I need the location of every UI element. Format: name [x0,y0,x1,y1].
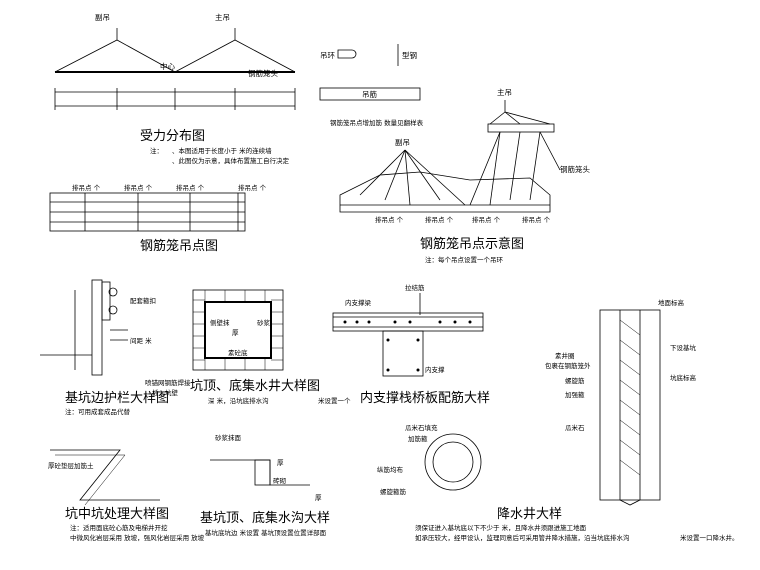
note-lead: 注： [150,146,163,155]
cage-outline [339,171,551,213]
pit-note-2: 中微风化岩层采用 放坡，强风化岩层采用 放坡 [70,533,205,542]
ditch-thick-label: 厚 [277,459,284,467]
pit-note-1: 注：适用面底砼心筋及电梯井开挖 [70,523,168,532]
force-distribution-title: 受力分布图 [140,129,205,144]
well-spiral-label: 螺旋筋 [565,376,585,385]
hoist-bar-label: 吊筋 [362,89,377,99]
hoist-rebar-detail: 吊环 型钢 吊筋 钢筋笼吊点增加筋 数量见翻样表 [319,44,424,127]
steel-label: 型钢 [402,50,417,60]
ditch-mid-thick-label: 厚 [315,494,322,502]
ring-label: 吊环 [320,51,335,60]
railing-spacing-label: 间距 米 [130,336,152,345]
railing-anchor-label: 插入坑壁 [152,388,179,397]
ground-level-label: 地面标高 [658,298,685,307]
ditch-detail: 砂浆抹面 厚 砖砌 厚 基坑顶、底集水沟大样 基坑底坑边 米设置 基坑顶设置位置… [200,433,330,537]
well-inner-ring [432,441,474,483]
sump-wall-label: 侧壁抹 [210,318,230,327]
ditch-top-label: 砂浆抹面 [215,433,242,442]
well-title: 降水井大样 [497,507,562,522]
beam-note: 米设置一个 [318,396,351,405]
railing-detail: 配套箍扣 间距 米 喷锚网钢筋焊接 插入坑壁 基坑边护栏大样图 注：可用成套成品… [40,279,191,416]
sump-thick-label: 厚 [232,329,239,337]
well-add-bar-label: 加强箍 [565,390,585,399]
sump-inner [204,301,272,359]
beam-label: 内支撑梁 [345,298,372,307]
sump-note: 深 米，沿坑底排水沟 [208,396,269,405]
schematic-lift-1: 排吊点 个 [375,215,404,224]
schematic-cage-head: 钢筋笼头 [560,164,590,174]
lift-schematic-title: 钢筋笼吊点示意图 [420,236,524,252]
hoist-bar-caption: 钢筋笼吊点增加筋 数量见翻样表 [330,118,424,127]
well-gravel-label: 瓜米石 [565,423,585,432]
note-line-2: 、此图仅为示意，具体布置施工自行决定 [172,156,290,165]
lift-label-2: 排吊点 个 [124,183,153,192]
lift-label-4: 排吊点 个 [238,183,267,192]
secondary-hook-label: 副吊 [95,13,110,22]
well-section: 瓜米石填充 加筋箍 纵筋均布 螺旋箍筋 [377,423,482,496]
cage-head-label: 钢筋笼头 [248,68,278,78]
lift-point-plan: 排吊点 个 排吊点 个 排吊点 个 排吊点 个 钢筋笼吊点图 [49,183,267,254]
pit-detail: 厚砼垫层加筋土 坑中坑处理大样图 注：适用面底砼心筋及电梯井开挖 中微风化岩层采… [48,449,205,542]
schematic-main-hook: 主吊 [497,87,512,97]
center-label: 中心 [160,61,175,71]
lift-label-1: 排吊点 个 [72,183,101,192]
sump-detail: 侧壁抹 厚 砂浆 素砼底 坑顶、底集水井大样图 深 米，沿坑底排水沟 [190,289,320,405]
well-depth-label: 下设基坑 [670,343,697,352]
gravel-fill-label: 瓜米石填充 [405,423,438,432]
lift-point-plan-title: 钢筋笼吊点图 [140,238,218,254]
ditch-note: 基坑底坑边 米设置 基坑顶设置位置详部面 [205,528,327,537]
lift-label-3: 排吊点 个 [176,183,205,192]
hoist-bar-shape [319,87,421,101]
beam-detail: 拉结筋 内支撑梁 内支撑 内支撑栈桥板配筋大样 米设置一个 [318,283,490,406]
well-note-2: 如承压较大，经甲设认，监理同意后可采用管井降水措施，沿当坑底排水沟 [415,533,630,542]
well-wrap-label: 包裹在钢筋笼外 [545,361,591,370]
well-outer-ring [424,433,482,491]
well-below-label: 坑底标高 [670,373,697,382]
pit-cushion-label: 厚砼垫层加筋土 [48,461,94,470]
tie-bar-label: 拉结筋 [405,283,425,292]
lift-schematic: 主吊 副吊 钢筋笼头 排吊点 个 排吊点 个 排吊点 个 排吊点 个 钢筋笼吊点… [339,87,590,264]
filter-label: 纵筋均布 [377,465,404,474]
hoist-ring-shape [337,49,357,59]
lift-schematic-note: 注：每个吊点设置一个吊环 [425,255,504,264]
well-detail: 地面标高 素井圈 包裹在钢筋笼外 螺旋筋 加强箍 瓜米石 下设基坑 坑底标高 降… [415,298,739,542]
beam-web [382,330,424,377]
schematic-secondary-hook: 副吊 [395,138,410,147]
sump-outer [192,289,284,371]
schematic-lift-2: 排吊点 个 [425,215,454,224]
rib-label: 加筋箍 [408,434,428,443]
railing-post [91,279,103,376]
railing-clamp-label: 配套箍扣 [130,296,156,305]
force-distribution-diagram: 副吊 主吊 中心 钢筋笼头 受力分布图 注： 、本图适用于长度小于 米的连续墙 … [54,12,296,165]
sump-floor-label: 素砼底 [228,348,248,357]
main-hook-label: 主吊 [215,12,230,22]
beam-title: 内支撑栈桥板配筋大样 [360,390,490,406]
sump-title: 坑顶、底集水井大样图 [190,378,320,394]
pipe-label: 螺旋箍筋 [380,487,407,496]
railing-title: 基坑边护栏大样图 [65,391,169,406]
railing-mesh-label: 喷锚网钢筋焊接 [145,378,191,387]
ditch-title: 基坑顶、底集水沟大样 [200,510,330,526]
strut-label: 内支撑 [425,365,445,374]
railing-note: 注：可用成套成品代替 [65,407,131,416]
well-note-1: 须保证进入基坑底以下不少于 米，且降水井须跟进施工地面 [415,523,587,532]
sump-mortar-label: 砂浆 [257,318,271,327]
well-shaft [599,309,661,501]
pit-title: 坑中坑处理大样图 [65,507,169,522]
beam-rebar-dots [343,320,472,372]
note-line-1: 、本图适用于长度小于 米的连续墙 [172,146,272,155]
ditch-bottom-label: 砖砌 [273,476,287,485]
well-note-3: 米设置一口降水井。 [680,533,739,542]
schematic-lift-3: 排吊点 个 [472,215,501,224]
schematic-lift-4: 排吊点 个 [522,215,551,224]
well-casing-label: 素井圈 [555,351,575,360]
